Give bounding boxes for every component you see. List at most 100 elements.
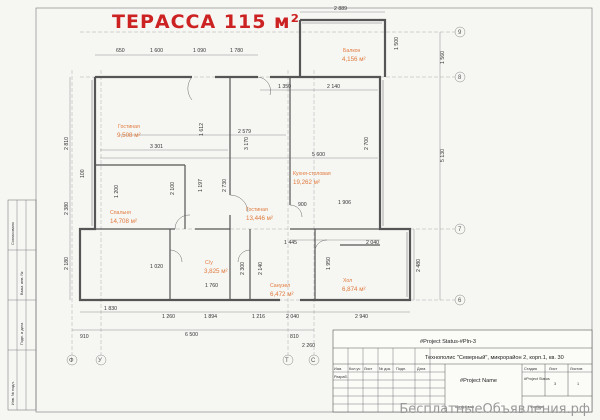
dim-3301: 3 301 (150, 144, 163, 150)
dim-5130: 5 130 (440, 149, 446, 162)
stamp-h-list2: Лист (549, 367, 558, 371)
dim-2810: 2 810 (64, 137, 70, 150)
axis-markers: 9 8 7 6 Ф У Т С (66, 26, 466, 366)
dim-2300: 2 300 (240, 262, 246, 275)
dim-650: 650 (116, 48, 125, 54)
dim-2040b: 2 040 (286, 314, 299, 320)
dim-2180: 2 180 (64, 257, 70, 270)
dim-1950: 1 950 (326, 257, 332, 270)
stamp-h-izm: Изм. (334, 367, 342, 371)
watermark: БесплатныеОбъявления.рф (399, 402, 590, 417)
dimension-lines (69, 11, 441, 331)
dim-3170: 3 170 (244, 137, 250, 150)
stamp-h-listov: Листов (570, 367, 582, 371)
dim-1020: 1 020 (150, 264, 163, 270)
dim-1500: 1 500 (394, 37, 400, 50)
dim-1350: 1 350 (278, 84, 291, 90)
strip-label-3: Взам. инв. № (20, 271, 24, 295)
dim-810: 810 (290, 334, 299, 340)
stamp-h-kol: Кол.уч (349, 367, 360, 371)
strip-label-2: Подп. и дата (20, 322, 24, 345)
dim-6500: 6 500 (185, 332, 198, 338)
dim-2480: 2 480 (416, 259, 422, 272)
dim-1260: 1 260 (162, 314, 175, 320)
stamp-title: #Project Status-#Pln-3 (420, 339, 476, 345)
room-living-name: Гостиная (118, 124, 140, 130)
room-bedroom-name: Спальня (110, 210, 131, 216)
stamp-h-list: Лист (364, 367, 373, 371)
axis-f: Ф (69, 358, 74, 364)
stamp-h-stadia: Стадия (524, 367, 537, 371)
room-balcony-name: Балкон (343, 48, 361, 54)
stamp-v-listov: 1 (577, 382, 579, 386)
strip-label-1: Инв. № подл. (11, 381, 15, 405)
dim-1780: 1 780 (230, 48, 243, 54)
room-kitchen-area: 19,262 м² (293, 179, 320, 186)
stamp-v-stadia: #Project Status (524, 377, 550, 381)
terrace-note: ТЕРАССА 115 м² (112, 11, 300, 33)
dim-1197: 1 197 (198, 179, 204, 192)
wall-hatch (91, 22, 408, 297)
left-strip: Инв. № подл. Подп. и дата Взам. инв. № С… (7, 199, 37, 411)
stamp-address: Технополис "Северный", микрорайон 2, кор… (425, 354, 564, 361)
room-bedroom-area: 14,708 м² (110, 218, 137, 225)
dim-2140b: 2 140 (258, 262, 264, 275)
dim-2140: 2 140 (327, 84, 340, 90)
axis-s: С (311, 358, 316, 364)
room-bath-area: 3,825 м² (204, 268, 228, 275)
dim-2889: 2 889 (334, 6, 347, 12)
stamp-h-ndok: № док. (379, 367, 391, 371)
room-balcony-area: 4,156 м² (342, 56, 366, 63)
dim-1760: 1 760 (205, 283, 218, 289)
room-wc-area: 6,472 м² (270, 291, 294, 298)
dim-2940: 2 940 (355, 314, 368, 320)
dim-1200: 1 200 (114, 185, 120, 198)
title-block: #Project Status-#Pln-3 Технополис "Север… (332, 329, 593, 413)
room-corridor-area: 6,874 м² (342, 286, 366, 293)
axis-7: 7 (458, 227, 462, 233)
axis-u: У (98, 358, 102, 364)
dim-1894: 1 894 (204, 314, 217, 320)
stamp-sheet-small: Формат (530, 405, 544, 409)
strip-label-4: Согласовано (11, 222, 15, 245)
dim-1560: 1 560 (440, 51, 446, 64)
room-wc-name: Санузел (270, 283, 290, 289)
dim-1445: 1 445 (284, 240, 297, 246)
dim-910: 910 (80, 334, 89, 340)
stamp-bottom-label: Копировал (455, 405, 474, 409)
dim-2380: 2 380 (64, 202, 70, 215)
outer-walls (78, 18, 412, 302)
axis-6: 6 (458, 298, 462, 304)
room-hall-area: 13,446 м² (246, 215, 273, 222)
room-living-area: 9,508 м² (117, 132, 141, 139)
dim-100: 100 (80, 169, 86, 178)
dim-5600: 5 600 (312, 152, 325, 158)
dim-1612: 1 612 (199, 123, 205, 136)
axis-lines (71, 31, 455, 355)
dim-2730: 2 730 (222, 179, 228, 192)
room-hall-name: Гостиная (246, 207, 268, 213)
stamp-h-podp: Подп. (396, 367, 406, 371)
axis-9: 9 (458, 30, 462, 36)
room-kitchen-name: Кухня-столовая (293, 171, 331, 177)
dim-2260: 2 260 (302, 343, 315, 349)
dim-2040: 2 040 (366, 240, 379, 246)
axis-t: Т (285, 358, 289, 364)
stamp-h-data: Дата (417, 367, 426, 371)
dim-2100: 2 100 (170, 182, 176, 195)
stamp-dev: Разраб. (334, 375, 348, 379)
stamp-v-list: 3 (554, 382, 556, 386)
room-bath-name: С/у (205, 260, 213, 266)
dim-2700: 2 700 (364, 137, 370, 150)
axis-8: 8 (458, 75, 462, 81)
dim-1906: 1 906 (338, 200, 351, 206)
dim-1600: 1 600 (150, 48, 163, 54)
door-swings (169, 76, 328, 263)
dim-2579: 2 579 (238, 129, 251, 135)
dim-900: 900 (298, 202, 307, 208)
interior-walls (95, 77, 380, 300)
room-corridor-name: Хол (343, 278, 352, 284)
dim-1216: 1 216 (252, 314, 265, 320)
dim-1830: 1 830 (104, 306, 117, 312)
